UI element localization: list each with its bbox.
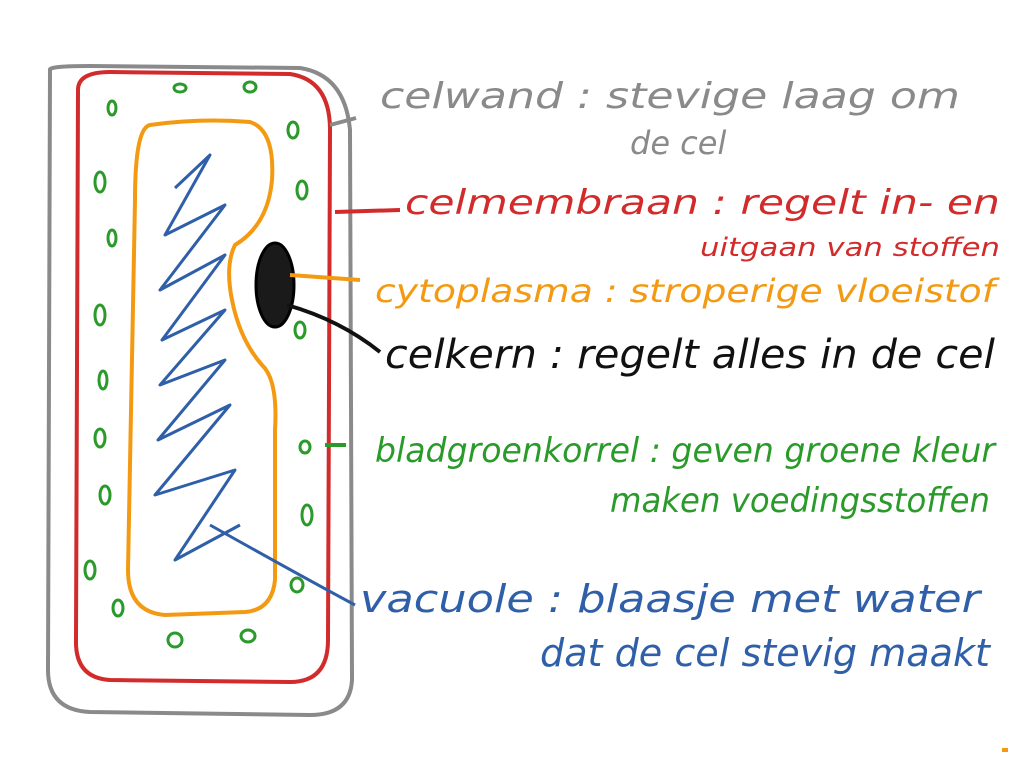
svg-text:maken voedingsstoffen: maken voedingsstoffen: [610, 481, 990, 521]
vacuole: [153, 153, 241, 562]
svg-text:bladgroenkorrel : geven groene: bladgroenkorrel : geven groene kleur: [375, 431, 997, 471]
cell-wall: [45, 63, 355, 718]
svg-text:uitgaan van stoffen: uitgaan van stoffen: [700, 233, 1000, 263]
label-celmembraan: celmembraan : regelt in- en uitgaan van …: [405, 183, 1000, 263]
leader-line-vacuole: [209, 523, 356, 607]
leader-line-celmembraan: [334, 208, 401, 214]
label-bladgroenkorrel: bladgroenkorrel : geven groene kleur mak…: [375, 431, 997, 521]
leader-line-celkern: [286, 303, 382, 354]
svg-text:de cel: de cel: [630, 124, 726, 162]
label-vacuole: vacuole : blaasje met water dat de cel s…: [360, 577, 992, 675]
label-celkern: celkern : regelt alles in de cel: [385, 332, 995, 378]
leader-line-celwand: [329, 116, 357, 127]
chloroplasts: [83, 80, 314, 649]
cell-membrane: [73, 69, 333, 685]
svg-text:celwand : stevige laag om: celwand : stevige laag om: [380, 76, 960, 117]
svg-text:dat de cel stevig maakt: dat de cel stevig maakt: [540, 631, 992, 675]
label-celwand: celwand : stevige laag om de cel: [380, 76, 960, 162]
orange-dot: [1002, 748, 1008, 752]
svg-text:celkern : regelt alles in de c: celkern : regelt alles in de cel: [385, 332, 995, 378]
nucleus: [254, 241, 296, 329]
leader-line-cytoplasma: [289, 273, 361, 282]
label-cytoplasma: cytoplasma : stroperige vloeistof: [375, 272, 1001, 310]
svg-text:vacuole : blaasje met water: vacuole : blaasje met water: [360, 577, 983, 621]
svg-text:cytoplasma : stroperige vloeis: cytoplasma : stroperige vloeistof: [375, 272, 1001, 310]
svg-text:celmembraan : regelt in- en: celmembraan : regelt in- en: [405, 183, 1000, 223]
cytoplasm-boundary: [125, 118, 278, 618]
